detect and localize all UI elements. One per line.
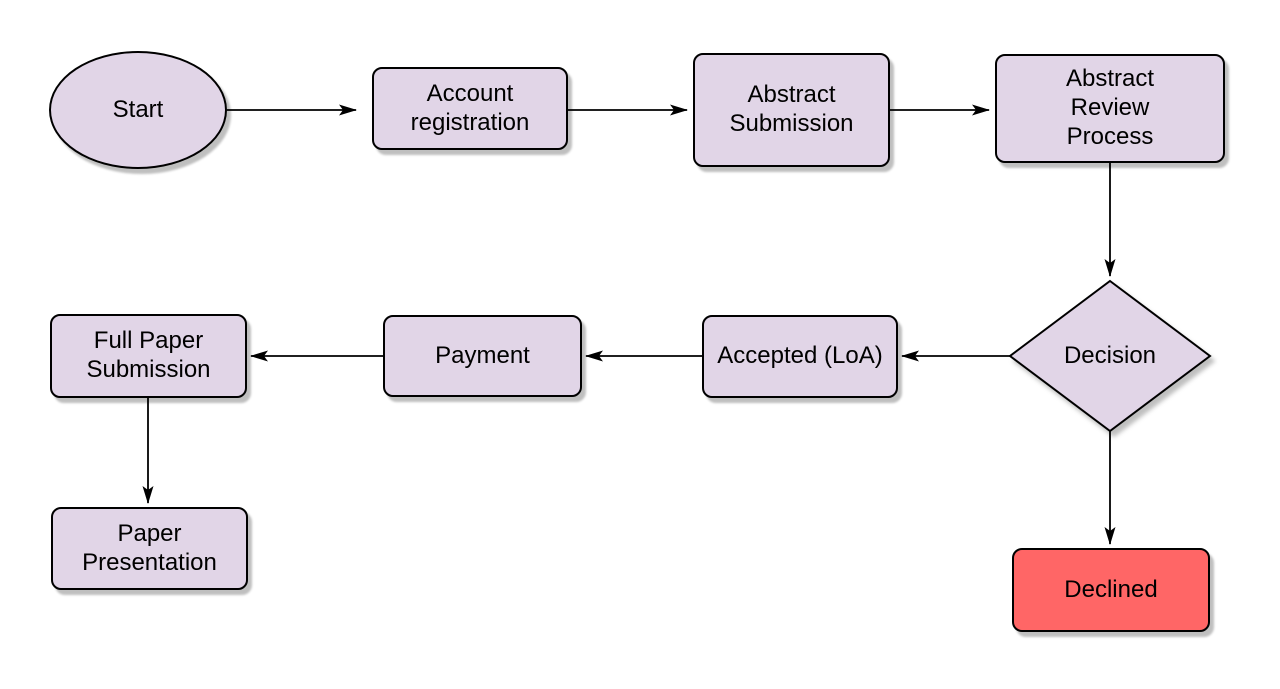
node-payment: Payment <box>383 315 582 397</box>
node-abstract-submission: Abstract Submission <box>693 53 890 167</box>
node-paper-presentation-label: Paper Presentation <box>82 519 217 576</box>
node-start: Start <box>49 51 227 169</box>
node-declined: Declined <box>1012 548 1210 632</box>
node-full-paper-submission: Full Paper Submission <box>50 314 247 398</box>
node-account-registration: Account registration <box>372 67 568 150</box>
node-abstract-submission-label: Abstract Submission <box>729 81 854 137</box>
node-accepted-loa-label: Accepted (LoA) <box>717 342 883 370</box>
node-full-paper-submission-label: Full Paper Submission <box>86 327 211 383</box>
node-account-registration-label: Account registration <box>410 79 530 136</box>
node-decision-label-zone: Decision <box>1010 281 1210 431</box>
node-paper-presentation: Paper Presentation <box>51 507 248 590</box>
node-declined-label: Declined <box>1064 575 1158 603</box>
node-abstract-review-process-label: Abstract Review Process <box>1065 65 1155 150</box>
node-abstract-review-process: Abstract Review Process <box>995 54 1225 163</box>
node-accepted-loa: Accepted (LoA) <box>702 315 898 398</box>
node-decision-label: Decision <box>1063 341 1157 369</box>
node-payment-label: Payment <box>435 341 530 369</box>
node-start-label: Start <box>112 95 164 123</box>
